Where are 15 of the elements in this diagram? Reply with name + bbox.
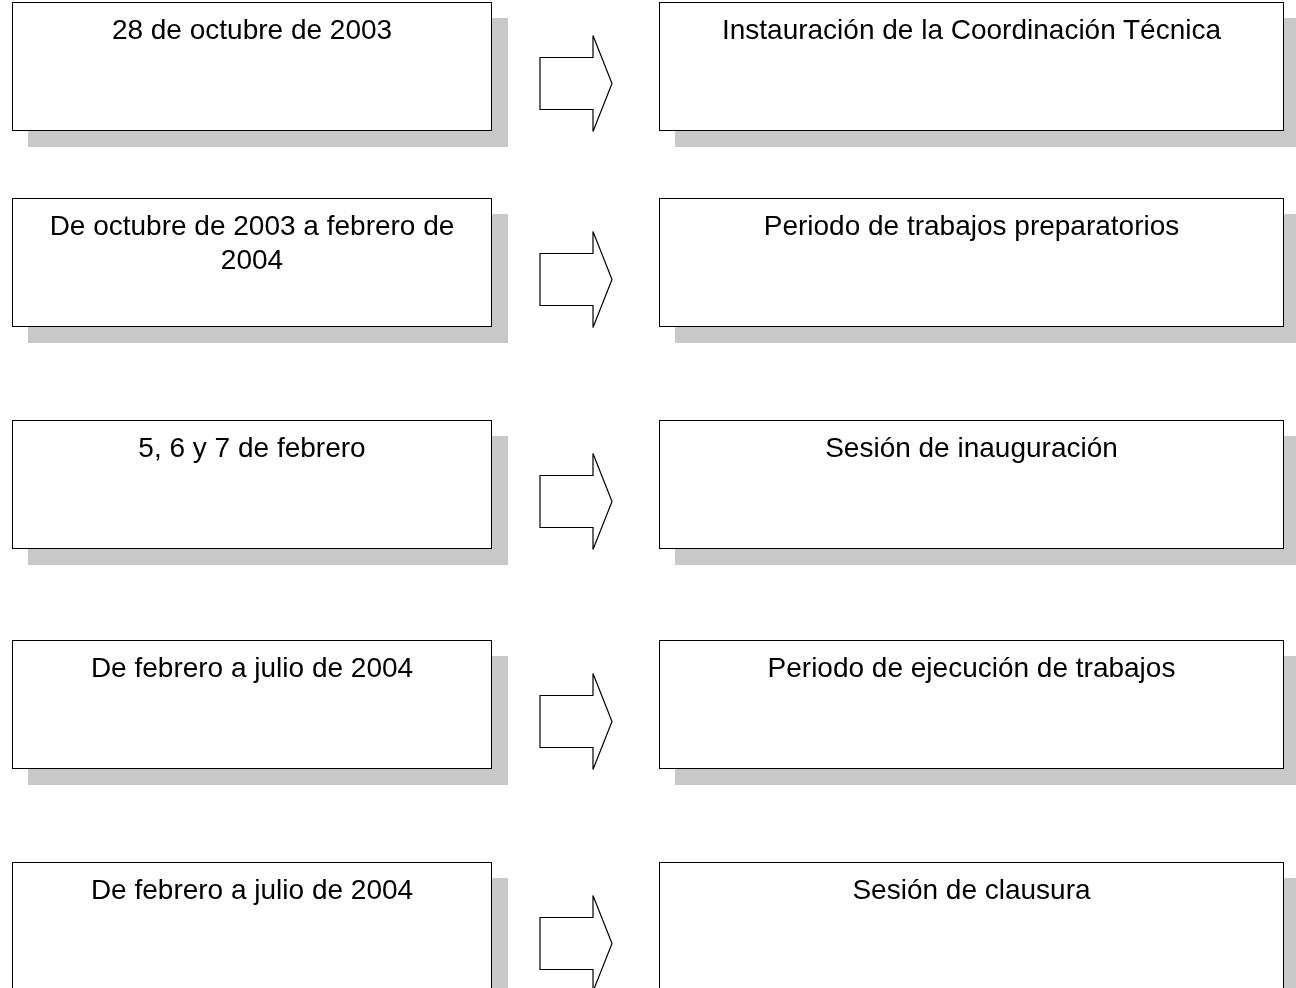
box-text: 5, 6 y 7 de febrero (137, 431, 367, 465)
box-text: Instauración de la Coordinación Técnica (720, 13, 1223, 47)
box-text: 28 de octubre de 2003 (110, 13, 394, 47)
box-text: Periodo de ejecución de trabajos (766, 651, 1177, 685)
block-arrow (539, 894, 613, 988)
box-text: Sesión de clausura (851, 873, 1092, 907)
block-arrow (539, 672, 613, 771)
box-text: De febrero a julio de 2004 (89, 873, 415, 907)
box-text: De febrero a julio de 2004 (89, 651, 415, 685)
block-arrow (539, 230, 613, 329)
box-text: Periodo de trabajos preparatorios (762, 209, 1181, 243)
box-text: Sesión de inauguración (824, 431, 1119, 465)
block-arrow (539, 34, 613, 133)
box-text: De octubre de 2003 a febrero de 2004 (48, 209, 456, 277)
block-arrow (539, 452, 613, 551)
